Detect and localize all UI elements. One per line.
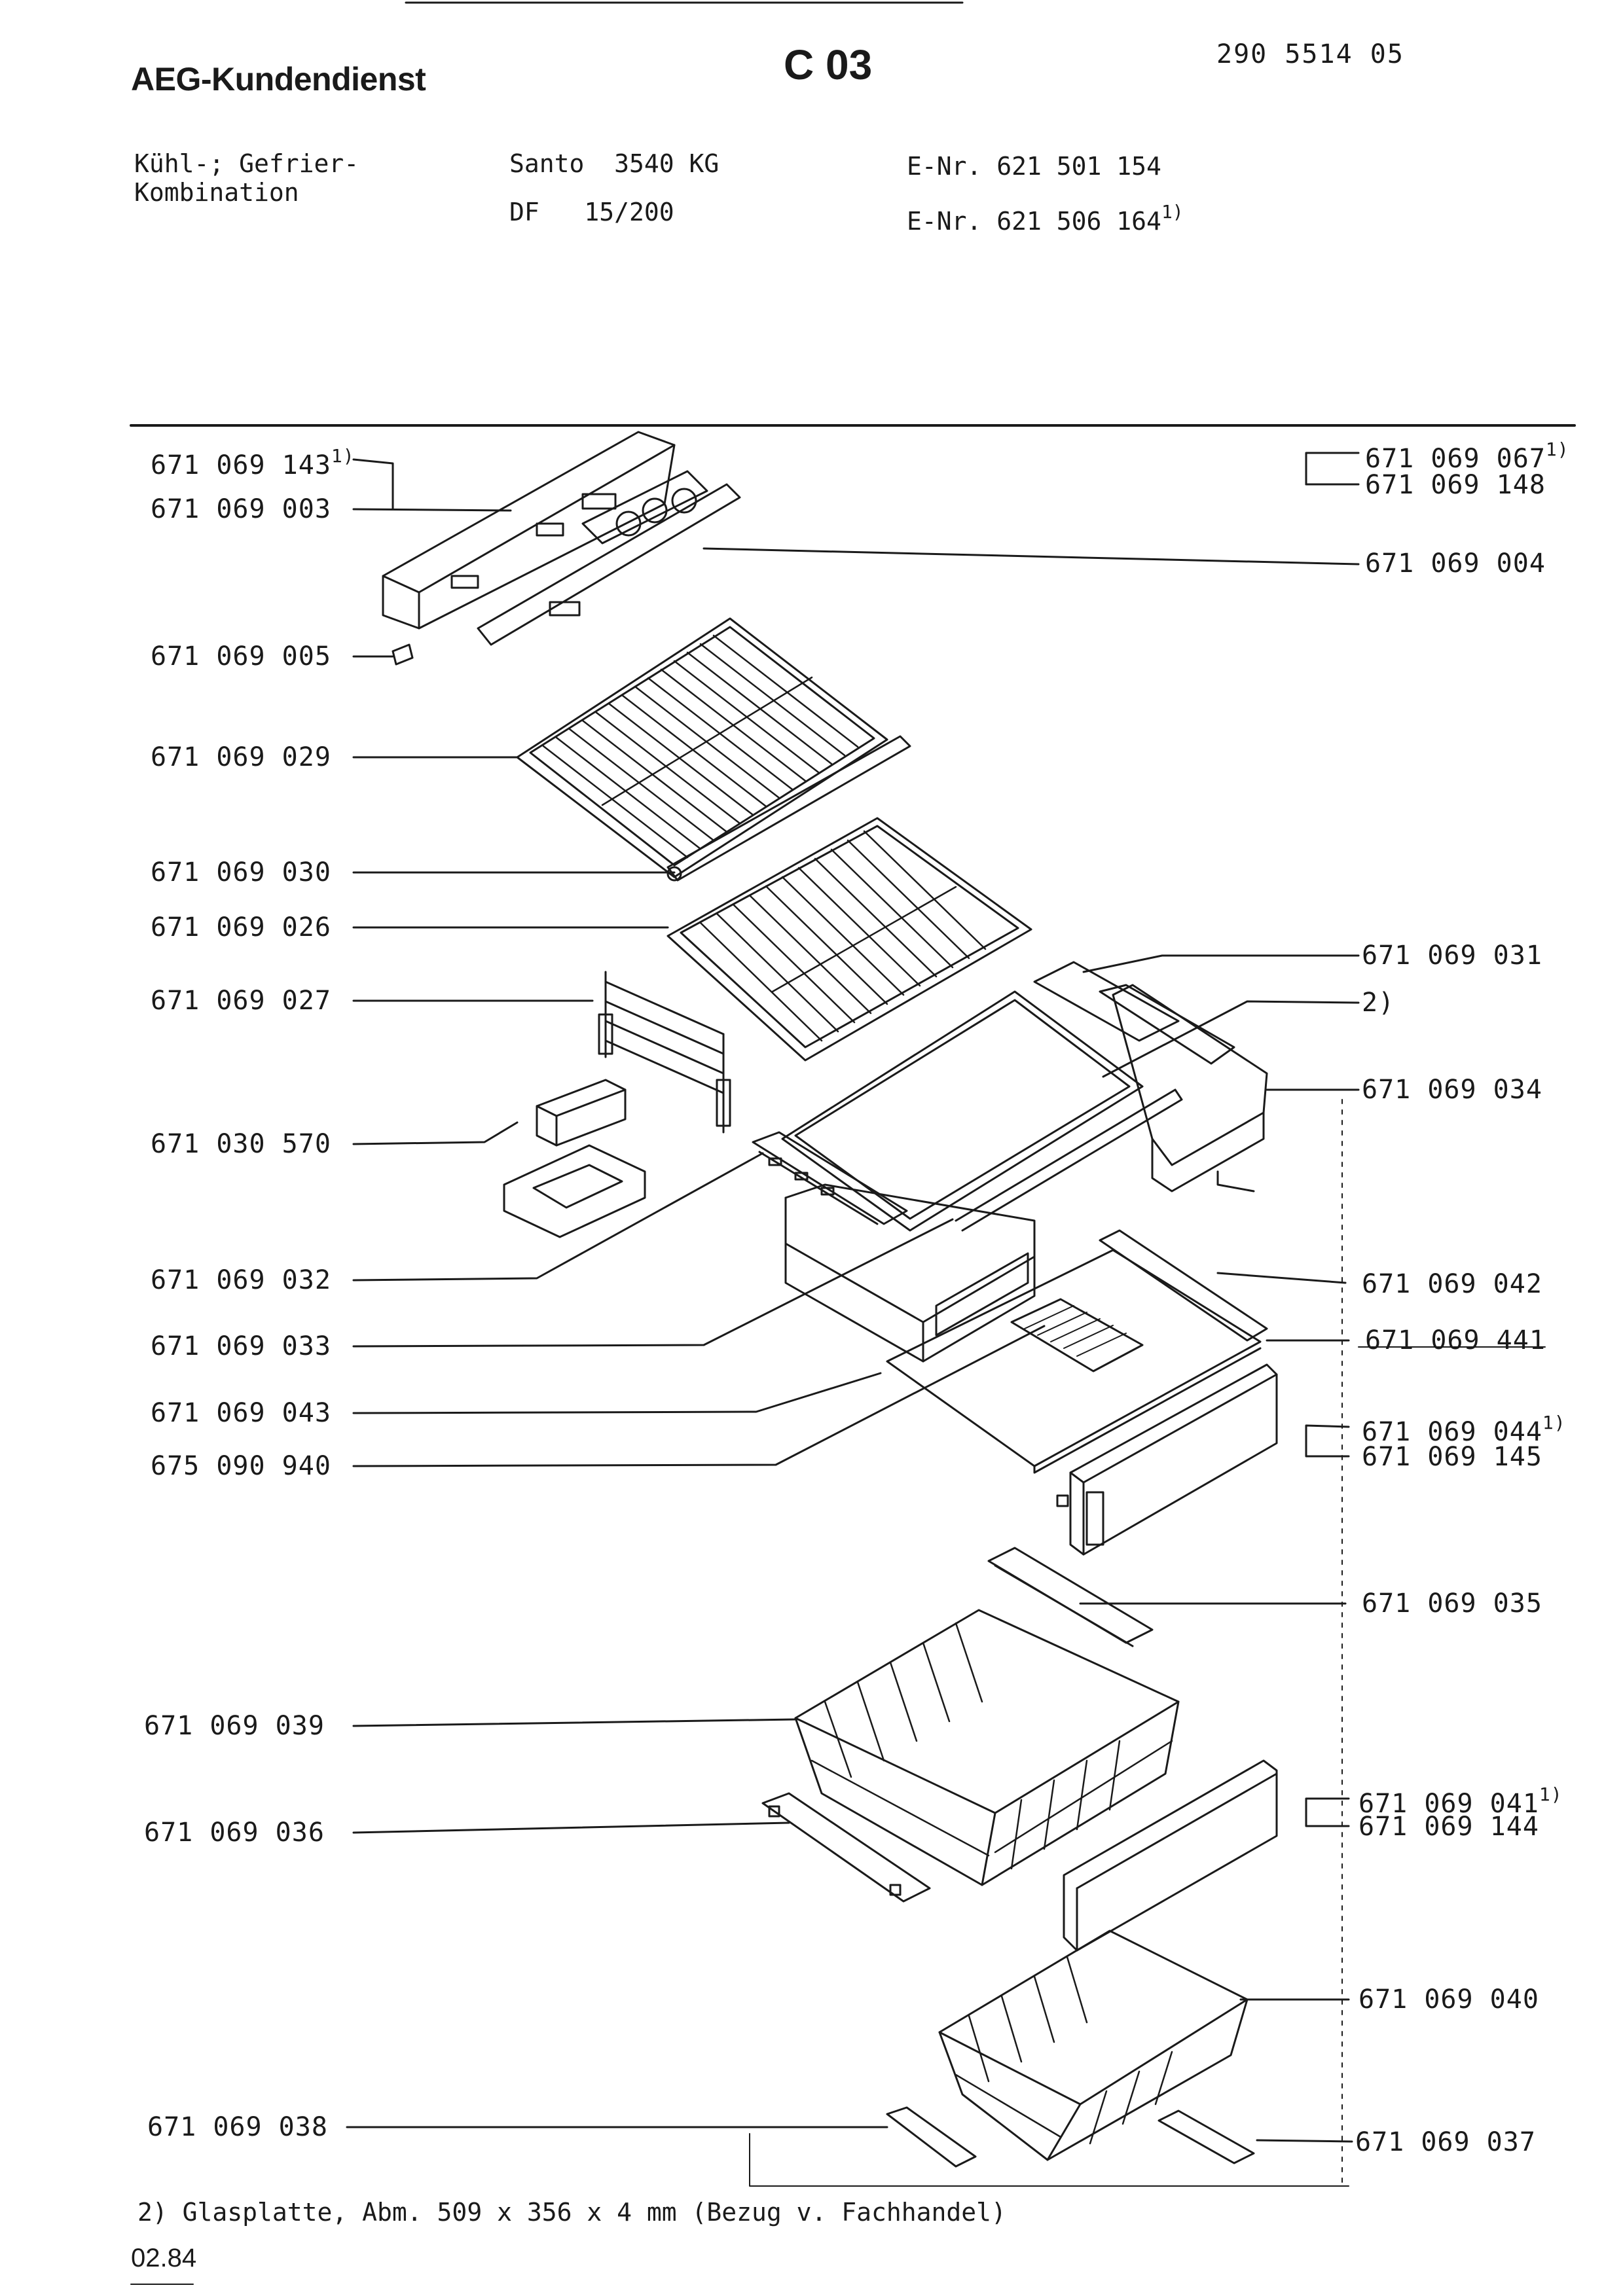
part-label-right-9: 671 069 0441) — [1362, 1412, 1566, 1447]
part-label-right-3: 671 069 004 — [1365, 548, 1546, 579]
crisper-cover-frame-drawing — [752, 1088, 1183, 1232]
part-label-left-15: 671 069 038 — [147, 2112, 328, 2142]
wire-shelf-upper-drawing — [516, 617, 888, 878]
part-label-right-2: 671 069 148 — [1365, 470, 1546, 500]
enr-2: E-Nr. 621 506 1641) — [907, 201, 1184, 236]
part-label-left-6: 671 069 026 — [151, 912, 331, 942]
part-label-left-10: 671 069 033 — [151, 1331, 331, 1361]
part-label-right-15: 671 069 037 — [1355, 2127, 1536, 2157]
egg-tray-drawing — [503, 1079, 646, 1238]
wire-shelf-lower-drawing — [666, 817, 1032, 1062]
print-date: 02.84 — [131, 2244, 197, 2272]
page-code: C 03 — [784, 41, 873, 88]
brand-name: AEG-Kundendienst — [131, 61, 426, 98]
freezer-basket-lower-drawing — [938, 1929, 1249, 2161]
model-variant: DF 15/200 — [509, 198, 674, 226]
control-panel-drawing — [382, 431, 741, 646]
part-label-left-14: 671 069 036 — [144, 1818, 325, 1848]
part-label-left-8: 671 030 570 — [151, 1129, 331, 1159]
part-label-left-7: 671 069 027 — [151, 986, 331, 1016]
enr-1: E-Nr. 621 501 154 — [907, 152, 1161, 181]
part-label-right-1: 671 069 0671) — [1365, 439, 1569, 474]
part-label-left-2: 671 069 003 — [151, 494, 331, 524]
part-label-left-11: 671 069 043 — [151, 1398, 331, 1428]
part-label-right-7: 671 069 042 — [1362, 1269, 1542, 1299]
shelf-trim-strip-drawing — [666, 735, 911, 882]
part-label-right-5: 2) — [1362, 988, 1395, 1018]
part-label-right-11: 671 069 035 — [1362, 1588, 1542, 1619]
part-label-right-8: 671 069 441 — [1365, 1325, 1546, 1355]
footnote-glass-plate: 2) Glasplatte, Abm. 509 x 356 x 4 mm (Be… — [137, 2198, 1006, 2227]
part-label-left-13: 671 069 039 — [144, 1711, 325, 1741]
crisper-right-drawing — [1033, 961, 1268, 1193]
shelf-front-strip-drawing — [1099, 1229, 1268, 1342]
freezer-shelf-drawing — [886, 1249, 1262, 1474]
enr-2-footnote-ref: 1) — [1161, 201, 1184, 223]
part-label-left-9: 671 069 032 — [151, 1265, 331, 1295]
part-label-left-1: 671 069 1431) — [151, 445, 355, 480]
drawer-front-panel-drawing — [1063, 1759, 1278, 1952]
part-label-right-14: 671 069 040 — [1359, 1984, 1539, 2015]
part-label-right-13: 671 069 144 — [1359, 1812, 1539, 1842]
crisper-left-drawing — [784, 1183, 1036, 1363]
ice-tray-drawing — [1010, 1298, 1144, 1372]
drawer-handle-upper-drawing — [987, 1547, 1154, 1647]
small-clip-drawing — [392, 643, 414, 666]
freezer-flap-drawing — [1056, 1363, 1278, 1556]
drawer-runner-bottom-drawing — [886, 2106, 1255, 2168]
document-number: 290 5514 05 — [1216, 39, 1404, 69]
drawer-runner-left-drawing — [761, 1792, 931, 1903]
door-bracket-drawing — [598, 971, 731, 1134]
category-line-2: Kombination — [134, 178, 299, 207]
model-name: Santo 3540 KG — [509, 149, 720, 178]
part-label-left-12: 675 090 940 — [151, 1451, 331, 1481]
part-label-left-5: 671 069 030 — [151, 857, 331, 888]
freezer-basket-upper-drawing — [794, 1609, 1180, 1886]
part-label-right-10: 671 069 145 — [1362, 1442, 1542, 1472]
leader-lines — [346, 452, 1546, 2187]
part-label-left-4: 671 069 029 — [151, 742, 331, 772]
part-label-right-12: 671 069 0411) — [1359, 1784, 1563, 1819]
part-label-right-4: 671 069 031 — [1362, 941, 1542, 971]
glass-plate-drawing — [781, 990, 1144, 1232]
category-line-1: Kühl-; Gefrier- — [134, 149, 359, 178]
part-label-right-6: 671 069 034 — [1362, 1075, 1542, 1105]
part-label-left-3: 671 069 005 — [151, 641, 331, 672]
